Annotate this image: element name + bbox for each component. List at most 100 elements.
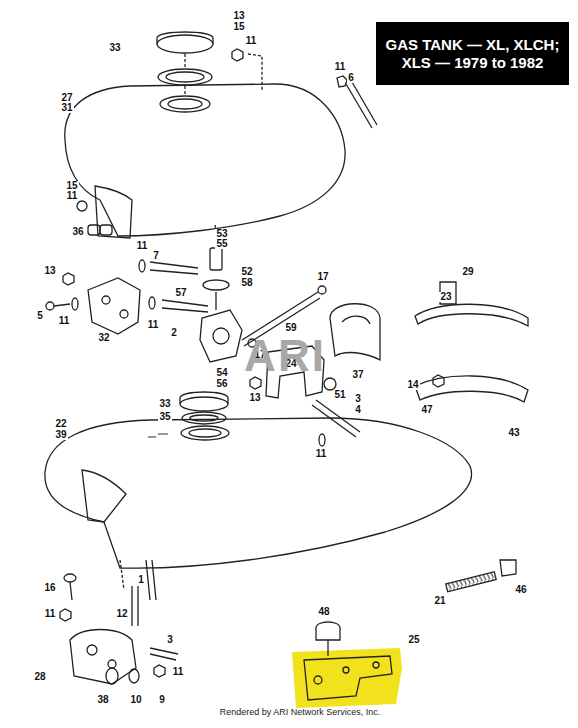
bumper-and-bracket-25-part — [292, 648, 402, 708]
callout-number: 15 — [232, 22, 245, 32]
lower-tank-part — [82, 470, 126, 522]
callout-number: 11 — [315, 449, 328, 459]
callout-number: 22 — [54, 419, 67, 429]
callout-number: 14 — [406, 380, 419, 390]
lower-mount-parts-part — [120, 560, 124, 590]
callout-number: 3 — [354, 394, 362, 404]
lower-filler-cap-part — [180, 397, 228, 411]
rear-bracket-part — [250, 377, 261, 389]
callout-number: 38 — [96, 695, 109, 705]
callout-number: 36 — [71, 227, 84, 237]
lower-tank-part — [148, 434, 168, 437]
petcock-part — [213, 328, 229, 344]
filler-cap-part — [157, 35, 213, 53]
callout-number: 3 — [166, 635, 174, 645]
callout-number: 55 — [215, 239, 228, 249]
petcock-part — [242, 292, 318, 340]
callout-number: 9 — [158, 695, 166, 705]
callout-number: 56 — [215, 379, 228, 389]
mount-hardware-top-part — [232, 49, 243, 61]
callout-number: 4 — [354, 405, 362, 415]
callout-number: 59 — [284, 323, 297, 333]
lower-mount-parts-part — [108, 660, 116, 668]
bumper-and-bracket-25-part — [343, 667, 349, 673]
lower-mount-parts-part — [70, 630, 136, 685]
front-mount-parts-part — [149, 297, 155, 309]
lower-mount-parts-part — [137, 586, 138, 626]
mount-hardware-top-part — [346, 84, 372, 128]
callout-number: 53 — [215, 229, 228, 239]
bumper-and-bracket-25-part — [304, 656, 392, 700]
upper-tank-part — [95, 186, 132, 238]
callout-number: 11 — [136, 241, 149, 251]
front-mount-parts — [46, 201, 208, 334]
bumper-and-bracket-25-part — [373, 662, 379, 668]
callout-number: 37 — [351, 370, 364, 380]
lower-mount-parts-part — [154, 665, 165, 677]
lower-filler-cap-part — [190, 415, 218, 421]
strap-parts — [415, 282, 528, 402]
front-mount-parts-part — [72, 298, 78, 310]
title-text: GAS TANK — XL, XLCH; XLS — 1979 to 1982 — [384, 36, 561, 71]
callout-number: 11 — [58, 316, 71, 326]
front-mount-parts-part — [77, 201, 87, 211]
callout-number: 1 — [137, 575, 145, 585]
callout-number: 54 — [215, 368, 228, 378]
callout-number: 13 — [232, 11, 245, 21]
callout-number: 51 — [333, 390, 346, 400]
callout-number: 11 — [245, 36, 258, 46]
lower-mount-parts-part — [70, 582, 72, 600]
front-mount-parts-part — [63, 273, 74, 285]
upper-tank-part — [160, 96, 210, 112]
callout-number: 5 — [36, 311, 44, 321]
front-mount-parts-part — [100, 225, 112, 235]
petcock-part — [318, 286, 326, 294]
lower-mount-parts-part — [106, 668, 118, 684]
callout-number: 29 — [461, 267, 474, 277]
heat-shield-part — [342, 316, 370, 324]
front-mount-parts-part — [46, 302, 54, 310]
callout-number: 52 — [240, 267, 253, 277]
filler-cap-part — [158, 69, 212, 85]
lower-filler-cap-part — [180, 392, 228, 404]
clip-and-spring-part — [500, 560, 516, 576]
callout-number: 17 — [316, 272, 329, 282]
upper-tank-part — [168, 99, 202, 109]
callout-number: 28 — [33, 672, 46, 682]
callout-number: 27 — [60, 93, 73, 103]
watermark: ARI — [243, 334, 327, 378]
front-mount-parts-part — [120, 310, 128, 318]
callout-number: 58 — [240, 278, 253, 288]
rear-bracket-part — [319, 434, 325, 446]
front-mount-parts-part — [54, 304, 70, 306]
callout-number: 57 — [174, 288, 187, 298]
petcock-part — [215, 292, 216, 310]
bumper-and-bracket-25-part — [327, 640, 328, 656]
callout-number: 35 — [158, 412, 171, 422]
heat-shield-part — [330, 304, 380, 360]
callout-number: 32 — [97, 333, 110, 343]
title-box: GAS TANK — XL, XLCH; XLS — 1979 to 1982 — [376, 22, 569, 85]
lower-mount-parts-part — [60, 609, 71, 621]
bumper-and-bracket-25 — [292, 622, 402, 708]
callout-number: 48 — [317, 607, 330, 617]
mount-hardware-top-part — [352, 82, 377, 125]
callout-number: 10 — [129, 695, 142, 705]
front-mount-parts-part — [150, 262, 198, 268]
lower-tank-part — [189, 429, 221, 437]
callout-number: 46 — [514, 585, 527, 595]
clip-and-spring-part — [446, 572, 496, 592]
filler-cap-part — [166, 72, 204, 82]
filler-cap-part — [184, 54, 185, 95]
lower-mount-parts — [60, 560, 178, 684]
callout-number: 21 — [433, 596, 446, 606]
callout-number: 2 — [170, 328, 178, 338]
lower-tank — [45, 418, 472, 568]
callout-number: 11 — [66, 191, 79, 201]
strap-parts-part — [415, 376, 528, 402]
callout-number: 16 — [43, 583, 56, 593]
rear-bracket-part — [324, 378, 336, 390]
lower-filler-cap — [180, 392, 228, 424]
callout-number: 43 — [507, 428, 520, 438]
callout-number: 7 — [152, 251, 160, 261]
